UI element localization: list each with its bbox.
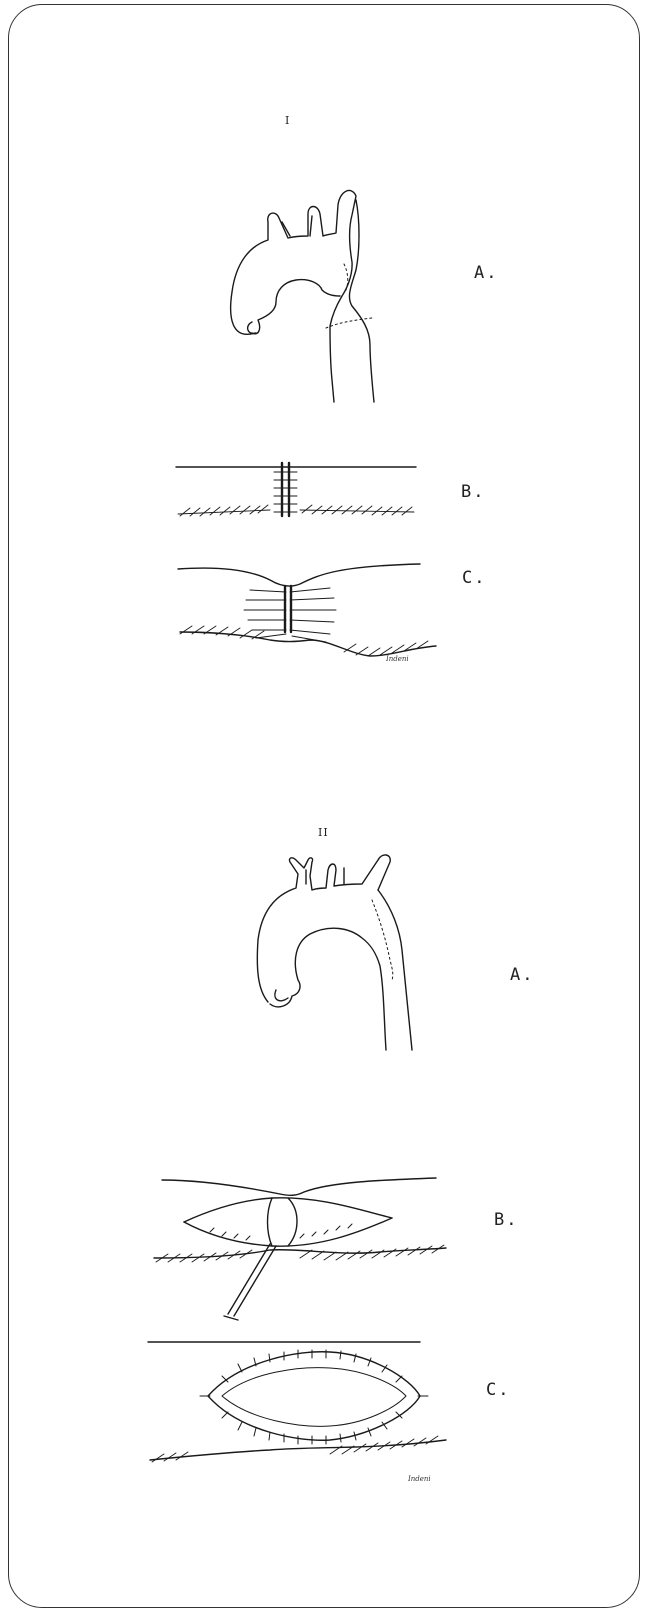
- panel-2-signature: Indeni: [408, 1475, 431, 1483]
- panel-2-label-c: C.: [486, 1380, 510, 1400]
